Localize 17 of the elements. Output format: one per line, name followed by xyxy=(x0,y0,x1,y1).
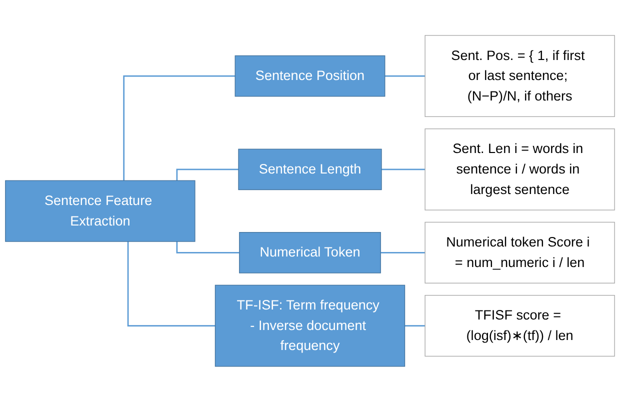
connector xyxy=(380,168,426,170)
connector xyxy=(127,242,216,327)
node-box: TFISF score = (log(isf)∗(tf)) / len xyxy=(424,295,615,357)
connector xyxy=(176,242,240,254)
node-box: TF-ISF: Term frequency - Inverse document frequency xyxy=(214,284,406,367)
connector xyxy=(404,325,426,327)
connector xyxy=(380,252,426,254)
node-box: Numerical token Score i = num_numeric i / len xyxy=(424,222,615,284)
node-box: Sent. Pos. = { 1, if first or last sentence; (N−P)/N, if others xyxy=(424,35,615,118)
node-box: Sentence Position xyxy=(234,55,386,97)
node-box: Sentence Length xyxy=(238,148,382,190)
node-box: Sentence Feature Extraction xyxy=(5,180,196,242)
connector xyxy=(123,75,236,181)
node-box: Sent. Len i = words in sentence i / words in largest sentence xyxy=(424,128,615,210)
connector xyxy=(384,75,426,77)
connector xyxy=(176,168,238,181)
node-box: Numerical Token xyxy=(239,232,381,274)
